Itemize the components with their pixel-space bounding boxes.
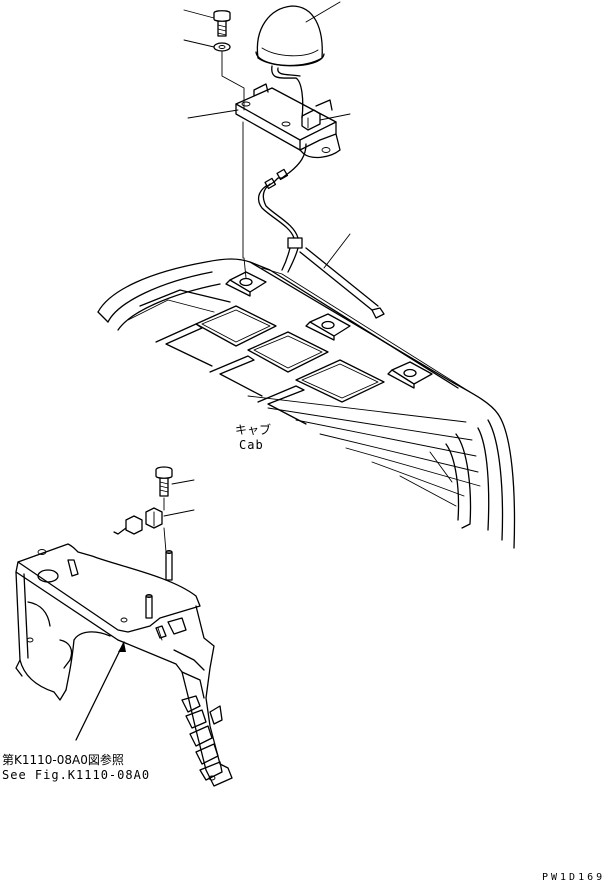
cab-label-jp: キャブ — [235, 422, 271, 437]
stud-icon — [145, 497, 173, 641]
leader-lines — [75, 1, 351, 741]
drawing-code: PW1D169 — [542, 872, 605, 883]
beacon-lamp-icon — [255, 5, 325, 119]
bolt-icon — [155, 466, 173, 497]
support-bracket-icon — [15, 543, 233, 787]
bolt-icon — [213, 10, 231, 37]
washer-icon — [213, 42, 231, 52]
connector-icon — [113, 507, 163, 535]
bolt-centerline — [221, 51, 245, 259]
cab-roof-icon — [97, 257, 516, 549]
bracket-icon — [235, 83, 341, 159]
reference-label-jp: 第K1110-08A0図参照 — [2, 752, 124, 767]
reference-label-en: See Fig.K1110-08A0 — [2, 768, 150, 782]
cab-label-en: Cab — [239, 438, 264, 452]
connector-icon — [301, 109, 321, 131]
harness-icon — [257, 143, 385, 319]
